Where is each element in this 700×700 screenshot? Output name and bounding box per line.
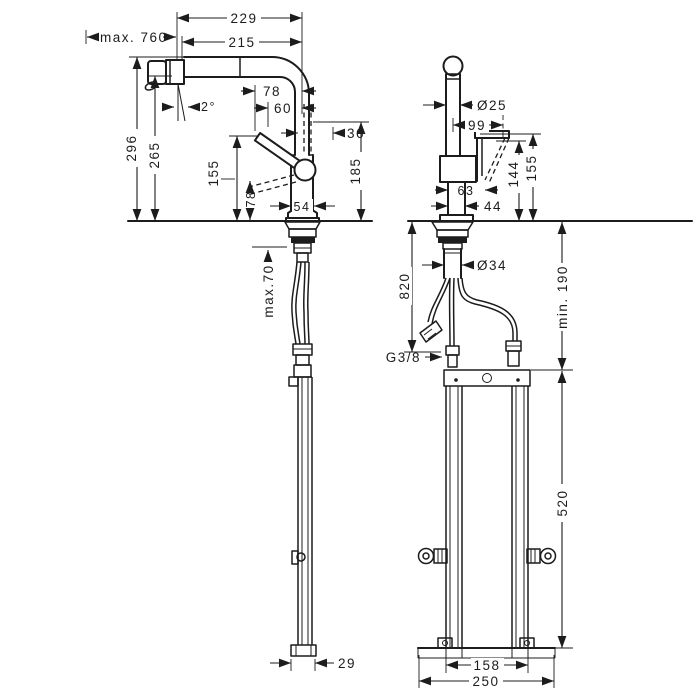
dim-label-max70: max.70 <box>261 264 276 317</box>
side-view: 229 215 max. 760 2° <box>85 11 373 671</box>
dim-reach-99: 99 <box>453 118 503 133</box>
dim-height-185: 185 <box>348 122 366 221</box>
dim-label-520: 520 <box>555 489 570 516</box>
dim-dia-34: Ø34 <box>422 258 507 273</box>
frame-hole <box>482 373 492 383</box>
plate-tab <box>288 376 299 387</box>
handle-joint <box>293 158 317 182</box>
dims-front: Ø25 99 144 155 <box>386 98 573 689</box>
dim-label-250: 250 <box>472 674 499 689</box>
spout-cap <box>442 55 464 77</box>
dim-label-63: 63 <box>458 184 475 198</box>
dim-span-158: 158 <box>446 658 528 673</box>
dim-label-dia25: Ø25 <box>477 98 507 113</box>
dim-height-296: 296 <box>124 57 142 221</box>
plate-clip <box>291 550 299 565</box>
faucet-front-outline <box>439 55 510 222</box>
spray-head-body <box>165 59 185 85</box>
dim-label-215: 215 <box>228 35 255 50</box>
dim-label-g38: G3/8 <box>386 350 421 365</box>
dim-pullout-max760: max. 760 <box>87 30 176 45</box>
front-view: Ø25 99 144 155 <box>386 55 693 689</box>
pullout-hose-connector <box>419 320 443 343</box>
mixer-body <box>439 155 477 183</box>
aerator-nub <box>144 81 158 91</box>
dim-hose-820: 820 <box>397 222 417 352</box>
dim-height-155-front: 155 <box>524 134 539 221</box>
dim-offset-78: 78 <box>241 84 316 99</box>
dim-counter-max70: max.70 <box>261 250 276 318</box>
dim-dia-25: Ø25 <box>423 98 507 113</box>
mounting-plate-side <box>288 376 317 657</box>
dim-height-78: 78 <box>244 181 258 220</box>
bracket-left <box>417 547 448 565</box>
dim-label-185: 185 <box>348 157 363 184</box>
g38-connector-left <box>445 345 460 356</box>
dim-label-265: 265 <box>147 141 162 168</box>
base-plate-front <box>439 214 474 222</box>
dim-angle-2deg: 2° <box>162 100 216 114</box>
dim-label-max760: max. 760 <box>100 30 168 45</box>
under-counter-front <box>419 221 522 368</box>
spray-head-tip <box>147 60 167 85</box>
dim-width-54: 54 <box>270 199 335 214</box>
angle-reference <box>177 83 186 122</box>
dim-label-2deg: 2° <box>201 100 216 114</box>
dim-label-155-front: 155 <box>524 154 539 181</box>
dim-width-63: 63 <box>435 184 498 198</box>
dim-height-265: 265 <box>147 76 162 221</box>
dim-label-dia34: Ø34 <box>477 258 507 273</box>
frame-top-bar <box>443 369 531 387</box>
dim-label-min190: min. 190 <box>555 265 570 329</box>
dim-label-820: 820 <box>397 272 412 299</box>
dim-reach-215: 215 <box>182 35 302 50</box>
dim-thread-g38: G3/8 <box>386 350 442 365</box>
handle-front-top <box>474 130 510 139</box>
dims-side: 229 215 max. 760 2° <box>85 11 369 671</box>
plate-base-side <box>290 644 317 657</box>
under-counter-side <box>284 221 321 378</box>
dim-label-29: 29 <box>338 656 356 671</box>
dim-label-36: 36 <box>347 126 365 141</box>
dim-offset-60: 60 <box>254 101 316 116</box>
dim-label-296: 296 <box>124 134 139 161</box>
dim-label-44: 44 <box>484 199 502 214</box>
bracket-right <box>526 547 557 565</box>
dim-label-54: 54 <box>294 200 311 214</box>
dim-label-78-top: 78 <box>263 84 281 99</box>
dim-height-155-side: 155 <box>206 136 242 221</box>
dim-label-60: 60 <box>274 101 292 116</box>
dim-reach-229: 229 <box>177 11 302 26</box>
dim-label-155-side: 155 <box>206 159 221 186</box>
dim-width-44: 44 <box>431 199 502 214</box>
dim-depth-29: 29 <box>270 656 356 671</box>
dim-label-78-bottom: 78 <box>244 191 258 208</box>
dim-label-144: 144 <box>506 160 521 187</box>
dim-label-158: 158 <box>473 658 500 673</box>
dim-offset-36: 36 <box>281 126 365 141</box>
dim-label-229: 229 <box>230 11 257 26</box>
faucet-side-outline <box>144 56 320 222</box>
dim-clearance-min190: min. 190 <box>555 222 570 370</box>
dim-frame-520: 520 <box>555 371 570 648</box>
dim-label-99: 99 <box>468 118 486 133</box>
dim-base-250: 250 <box>419 674 554 689</box>
dim-height-144: 144 <box>506 141 524 221</box>
mounting-frame-front <box>417 369 557 659</box>
handle-side <box>253 132 317 182</box>
